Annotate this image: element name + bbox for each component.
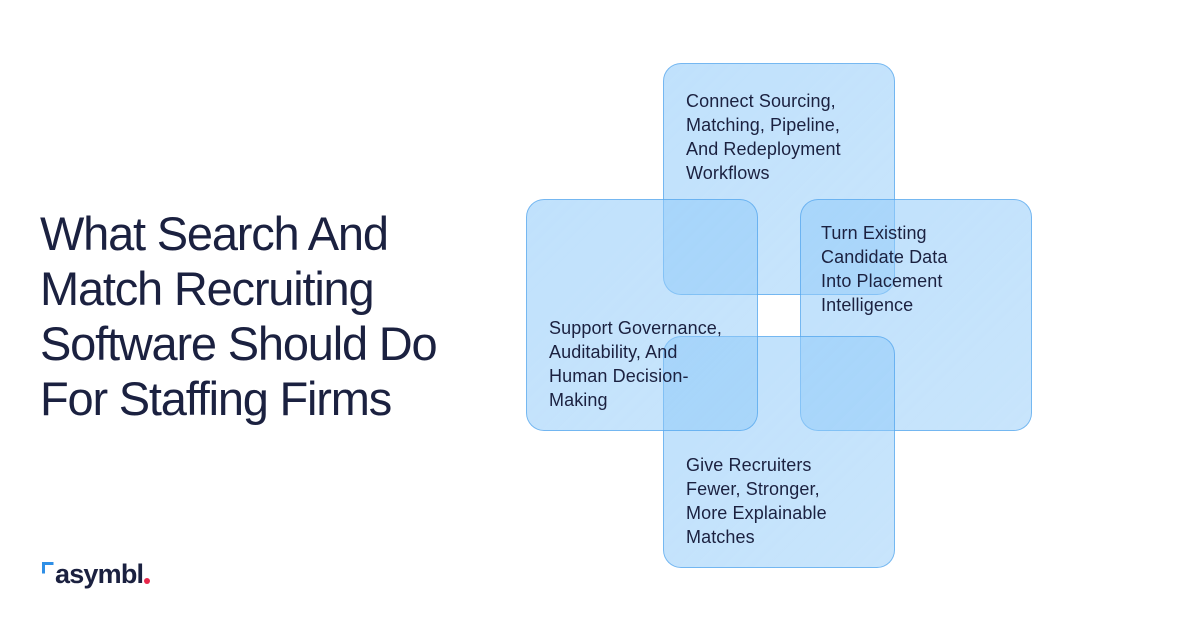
card-label-line: Turn Existing xyxy=(821,223,927,243)
page-title-line: Software Should Do xyxy=(40,317,438,370)
brand-logo: asymbl xyxy=(42,559,151,591)
card-label-line: Matching, Pipeline, xyxy=(686,115,840,135)
corner-bracket-path xyxy=(42,562,54,574)
card-label-line: Give Recruiters xyxy=(686,455,812,475)
card-label-line: Intelligence xyxy=(821,295,914,315)
card-label: Turn Existing Candidate Data Into Placem… xyxy=(821,221,1017,317)
card-label-line: Connect Sourcing, xyxy=(686,91,836,111)
card-label: Support Governance, Auditability, And Hu… xyxy=(549,316,745,412)
card-label-line: Human Decision- xyxy=(549,366,689,386)
page-title-line: What Search And xyxy=(40,207,389,260)
card-label-line: Fewer, Stronger, xyxy=(686,479,820,499)
card-label-line: Candidate Data xyxy=(821,247,948,267)
card-label-line: Into Placement xyxy=(821,271,943,291)
brand-logo-text: asymbl xyxy=(55,559,144,589)
card-label: Give Recruiters Fewer, Stronger, More Ex… xyxy=(686,453,882,549)
card-label-line: Workflows xyxy=(686,163,770,183)
card-label-line: And Redeployment xyxy=(686,139,841,159)
card-explainable-matches: Give Recruiters Fewer, Stronger, More Ex… xyxy=(663,336,895,568)
card-label-line: Auditability, And xyxy=(549,342,678,362)
dot-icon xyxy=(144,578,151,584)
card-label-line: More Explainable xyxy=(686,503,827,523)
page-title-line: For Staffing Firms xyxy=(40,372,392,425)
card-governance: Support Governance, Auditability, And Hu… xyxy=(526,199,758,431)
card-label: Connect Sourcing, Matching, Pipeline, An… xyxy=(686,89,882,185)
card-label-line: Matches xyxy=(686,527,755,547)
card-label-line: Making xyxy=(549,390,608,410)
card-label-line: Support Governance, xyxy=(549,318,723,338)
page-title-line: Match Recruiting xyxy=(40,262,375,315)
corner-bracket-icon xyxy=(42,562,54,574)
page-title: What Search And Match Recruiting Softwar… xyxy=(40,206,520,426)
corner-bracket-icon-svg xyxy=(42,562,54,574)
card-candidate-data: Turn Existing Candidate Data Into Placem… xyxy=(800,199,1032,431)
